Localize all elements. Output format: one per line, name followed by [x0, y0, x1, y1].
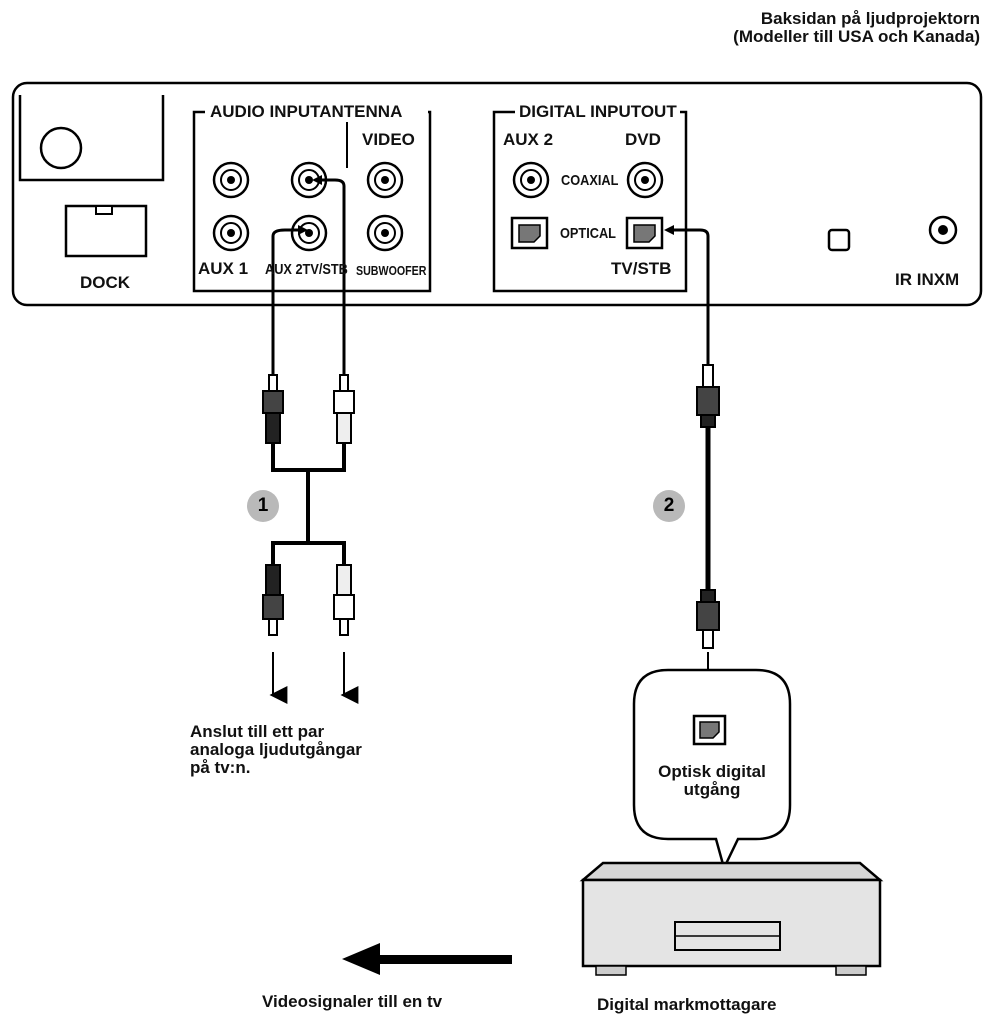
- optical-jack-aux2: [510, 216, 549, 250]
- step-2-badge: 2: [653, 490, 685, 522]
- title-line-1: Baksidan på ljudprojektorn: [760, 9, 980, 28]
- coaxial-label: COAXIAL: [561, 172, 619, 189]
- rear-panel: [11, 81, 983, 307]
- audio-input-label: AUDIO INPUTANTENNA: [208, 102, 405, 122]
- tvstb-digital-label: TV/STB: [611, 259, 672, 278]
- tvstb-audio-label: AUX 2TV/STB: [265, 261, 348, 278]
- digital-input-frame: [492, 110, 688, 293]
- optical-jack-tvstb: [625, 216, 664, 250]
- service-port-icon: [827, 228, 851, 252]
- optical-plug-upper: [696, 364, 720, 428]
- rca-jack-aux1-top: [212, 161, 250, 199]
- ir-label: IR INXM: [895, 270, 960, 289]
- digital-input-label: DIGITAL INPUTOUT: [517, 102, 679, 122]
- digital-receiver-icon: [579, 861, 884, 976]
- callout-bubble: [632, 668, 792, 872]
- optical-output-note: Optisk digital utgång: [634, 763, 790, 799]
- video-signal-note: Videosignaler till en tv: [262, 992, 443, 1011]
- analog-note-line-2: analoga ljudutgångar: [190, 740, 362, 759]
- dock-label: DOCK: [80, 273, 131, 292]
- title-line-2: (Modeller till USA och Kanada): [733, 27, 980, 46]
- optical-note-line-1: Optisk digital: [658, 762, 766, 781]
- rca-jack-tvstb-bottom: [290, 214, 328, 252]
- rca-jack-subwoofer: [366, 214, 404, 252]
- rca-cable-splitter: [271, 443, 346, 565]
- optical-plug-lower: [696, 589, 720, 649]
- analog-note-line-3: på tv:n.: [190, 758, 251, 777]
- rca-plug-black-lower: [262, 564, 284, 636]
- dvd-label: DVD: [625, 130, 661, 149]
- aux2-label: AUX 2: [503, 130, 554, 149]
- video-signal-arrow-icon: [342, 943, 512, 975]
- receiver-label: Digital markmottagare: [597, 995, 777, 1014]
- rca-jack-tvstb-top: [290, 161, 328, 199]
- rca-plug-black-upper: [262, 374, 284, 444]
- step-1-badge: 1: [247, 490, 279, 522]
- video-label: VIDEO: [362, 130, 415, 149]
- rca-jack-video: [366, 161, 404, 199]
- rca-plug-white-upper: [333, 374, 355, 444]
- power-socket-icon: [39, 126, 83, 170]
- audio-input-frame: [192, 110, 432, 293]
- diagram-title: Baksidan på ljudprojektorn (Modeller til…: [640, 10, 980, 46]
- aux1-label: AUX 1: [198, 259, 249, 278]
- analog-note-line-1: Anslut till ett par: [190, 722, 325, 741]
- coaxial-jack-aux2: [512, 161, 550, 199]
- optical-label: OPTICAL: [560, 225, 616, 242]
- optical-output-icon: [692, 714, 727, 746]
- power-socket-frame: [18, 95, 165, 182]
- rca-plug-white-lower: [333, 564, 355, 636]
- optical-note-line-2: utgång: [683, 780, 741, 799]
- ir-in-jack: [928, 215, 958, 245]
- coaxial-jack-dvd: [626, 161, 664, 199]
- subwoofer-label: SUBWOOFER: [356, 263, 427, 278]
- analog-output-note: Anslut till ett par analoga ljudutgångar…: [190, 723, 362, 777]
- rca-jack-aux1-bottom: [212, 214, 250, 252]
